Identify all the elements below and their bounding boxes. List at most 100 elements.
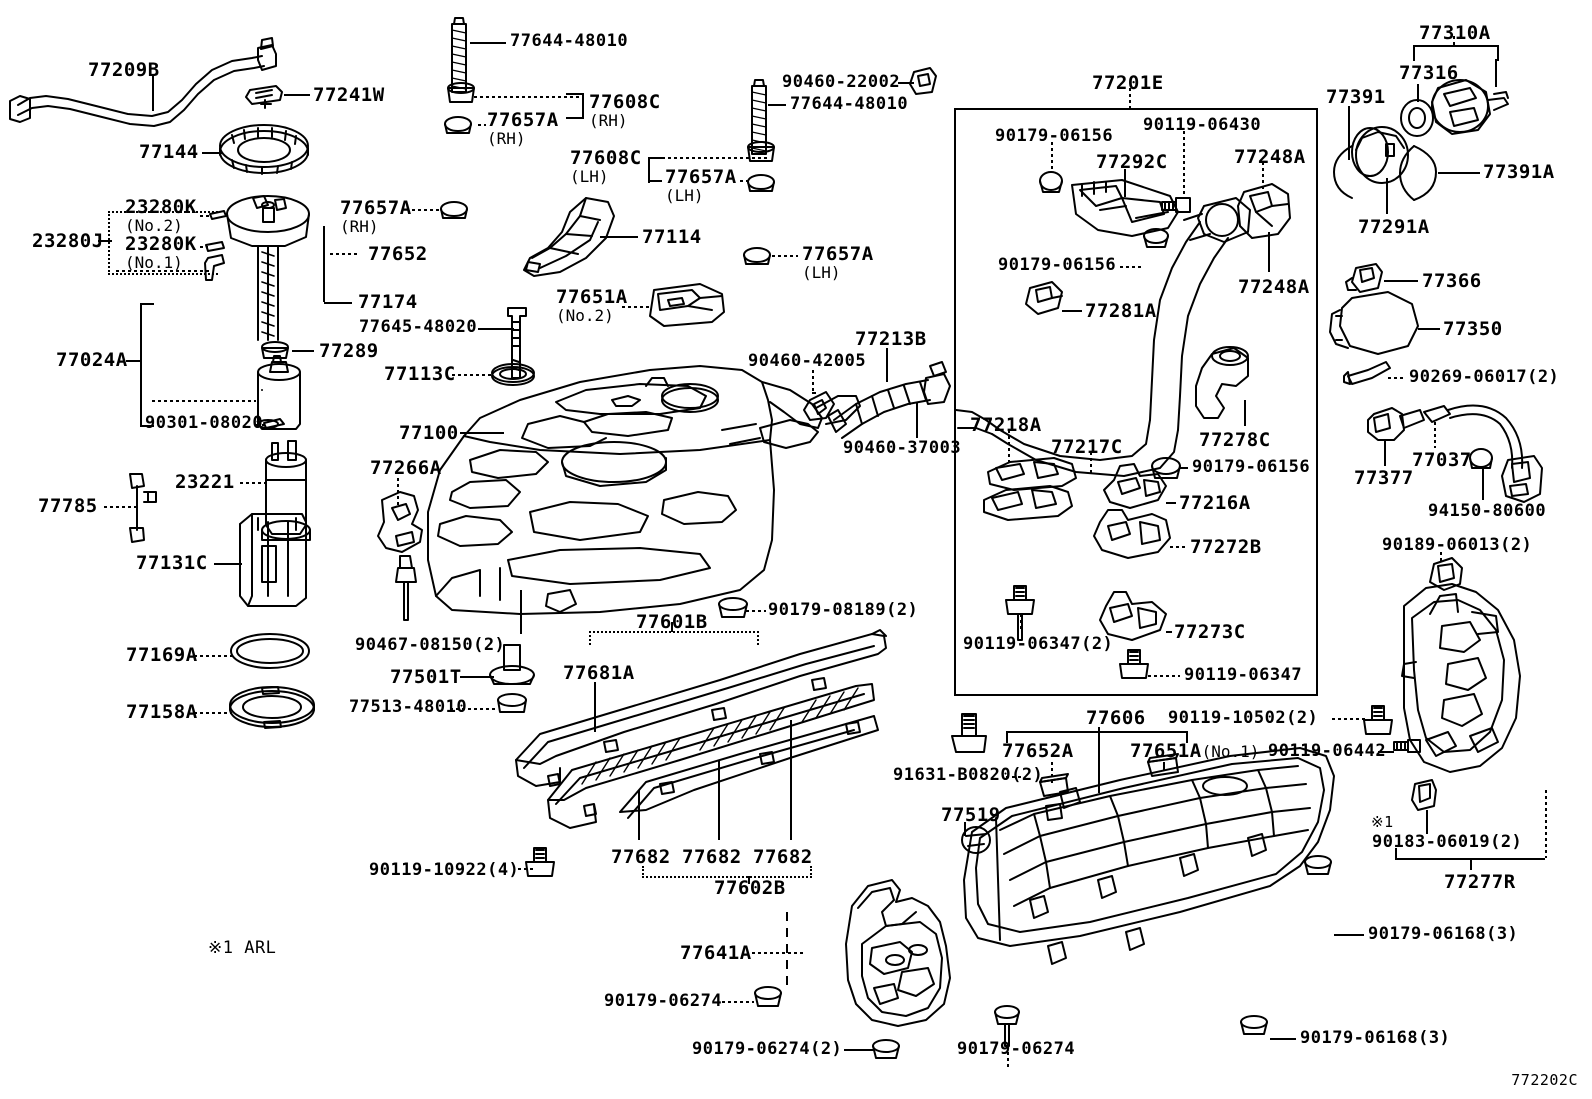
part-number-text: 77501T <box>390 666 462 688</box>
part-label-77601b: 77601B <box>636 612 708 633</box>
part-number-text: 91631-B0820(2) <box>893 765 1044 785</box>
leader <box>152 400 256 402</box>
leader <box>812 392 816 394</box>
leader <box>662 157 768 159</box>
leader <box>1378 751 1394 753</box>
leader <box>1270 1038 1296 1040</box>
part-number-text: 77248A <box>1234 146 1306 168</box>
part-label-90179061683: 90179-06168(3) <box>1368 924 1519 944</box>
part-label-77682: 77682 <box>682 847 742 868</box>
part-number-text: 77100 <box>399 422 459 444</box>
part-label-77292c: 77292C <box>1096 152 1168 173</box>
part-number-text: 90301-08020 <box>145 413 264 433</box>
part-label-9017906274: 90179-06274 <box>957 1040 1075 1059</box>
part-label-77682: 77682 <box>753 847 813 868</box>
part-number-text: 77216A <box>1179 492 1251 514</box>
part-number-text: 90460-42005 <box>748 351 867 371</box>
part-label-90179062742: 90179-06274(2) <box>692 1039 843 1059</box>
part-number-text: 77641A <box>680 942 752 964</box>
part-label-77248a: 77248A <box>1238 276 1310 298</box>
part-number-text: 77644-48010 <box>510 31 629 51</box>
leader <box>1129 88 1131 108</box>
group-bracket <box>566 93 584 119</box>
part-label-77024a: 77024A <box>56 350 128 371</box>
part-number-text: 77248A <box>1238 276 1310 298</box>
part-number-text: 90179-06168(3) <box>1368 924 1519 944</box>
part-number-text: 77213B <box>855 328 927 350</box>
part-label-9011906347: 90119-06347 <box>1184 666 1302 685</box>
leader <box>1440 552 1442 564</box>
part-number-text: 77131C <box>136 552 208 574</box>
leader <box>916 402 918 438</box>
leader <box>1166 502 1176 504</box>
leader <box>474 96 580 98</box>
leader <box>748 876 750 884</box>
part-label-77682: 77682 <box>611 847 671 868</box>
part-label-77272b: 77272B <box>1190 537 1262 558</box>
leader <box>964 822 966 836</box>
leader <box>1186 731 1188 743</box>
leader <box>1418 328 1440 330</box>
part-label-90183060192: 90183-06019(2) <box>1372 833 1522 852</box>
part-label-23280k: 23280K(No.2) <box>125 197 197 235</box>
part-label-9011906442: 90119-06442 <box>1268 742 1386 761</box>
part-label-90119109224: 90119-10922(4) <box>369 861 519 880</box>
part-label-77602b: 77602B <box>714 878 786 899</box>
part-number-text: 77113C <box>384 363 456 385</box>
group-bracket <box>1413 45 1499 61</box>
leader <box>1495 59 1497 87</box>
part-number-text: 77310A <box>1419 22 1491 44</box>
part-number-text: 77391 <box>1326 86 1386 108</box>
part-number-text: 77657A <box>665 166 737 188</box>
leader <box>1148 675 1180 677</box>
part-number-text: 77218A <box>970 414 1042 436</box>
leader <box>240 482 268 484</box>
part-number-text: 77652A <box>1002 740 1074 762</box>
part-number-text: 77652 <box>368 243 428 265</box>
leader <box>1062 310 1082 312</box>
part-label-90119063472: 90119-06347(2) <box>963 635 1113 654</box>
part-number-text: 90179-06274(2) <box>692 1039 843 1059</box>
leader <box>126 360 142 362</box>
part-label-77241w: 77241W <box>313 85 385 106</box>
leader <box>1384 280 1418 282</box>
leader <box>1098 727 1100 793</box>
leader <box>1007 1046 1009 1068</box>
leader <box>1482 468 1484 500</box>
part-number-text: ※1 <box>1371 813 1394 831</box>
leader <box>284 94 310 96</box>
part-number-text: 77606 <box>1086 707 1146 729</box>
leader <box>518 868 534 870</box>
part-number-text: 77608C <box>589 91 661 113</box>
part-label-9017906274: 90179-06274 <box>604 991 723 1011</box>
leader <box>520 590 522 634</box>
part-label-9017906156: 90179-06156 <box>995 127 1113 146</box>
part-number-text: 90179-08189(2) <box>768 600 919 620</box>
part-label-1: ※1 <box>1371 813 1394 831</box>
leader <box>323 226 325 302</box>
part-label-77501t: 77501T <box>390 666 462 688</box>
part-number-text: 77277R <box>1444 871 1516 893</box>
part-number-text: 90179-06274 <box>604 991 723 1011</box>
part-label-9017906156: 90179-06156 <box>1192 458 1310 477</box>
part-number-text: 77657A <box>802 243 874 265</box>
part-number-text: 77608C <box>570 147 642 169</box>
leader <box>768 104 786 106</box>
part-number-text: 77657A <box>487 109 559 131</box>
part-number-text: 77209B <box>88 59 160 81</box>
leader <box>450 708 496 710</box>
part-label-7751348010: 77513-48010 <box>349 698 467 717</box>
leader <box>1262 162 1264 190</box>
leader <box>886 348 888 382</box>
part-number-text: 77273C <box>1174 621 1246 643</box>
leader <box>722 1001 754 1003</box>
part-label-sublabel: (RH) <box>487 128 526 148</box>
part-label-77281a: 77281A <box>1085 301 1157 322</box>
part-label-77158a: 77158A <box>126 702 198 723</box>
leader <box>1470 858 1472 870</box>
part-label-9030108020: 90301-08020 <box>145 413 264 433</box>
part-label-77114: 77114 <box>642 227 702 248</box>
part-number-text: 94150-80600 <box>1428 501 1547 521</box>
leader <box>116 270 212 272</box>
